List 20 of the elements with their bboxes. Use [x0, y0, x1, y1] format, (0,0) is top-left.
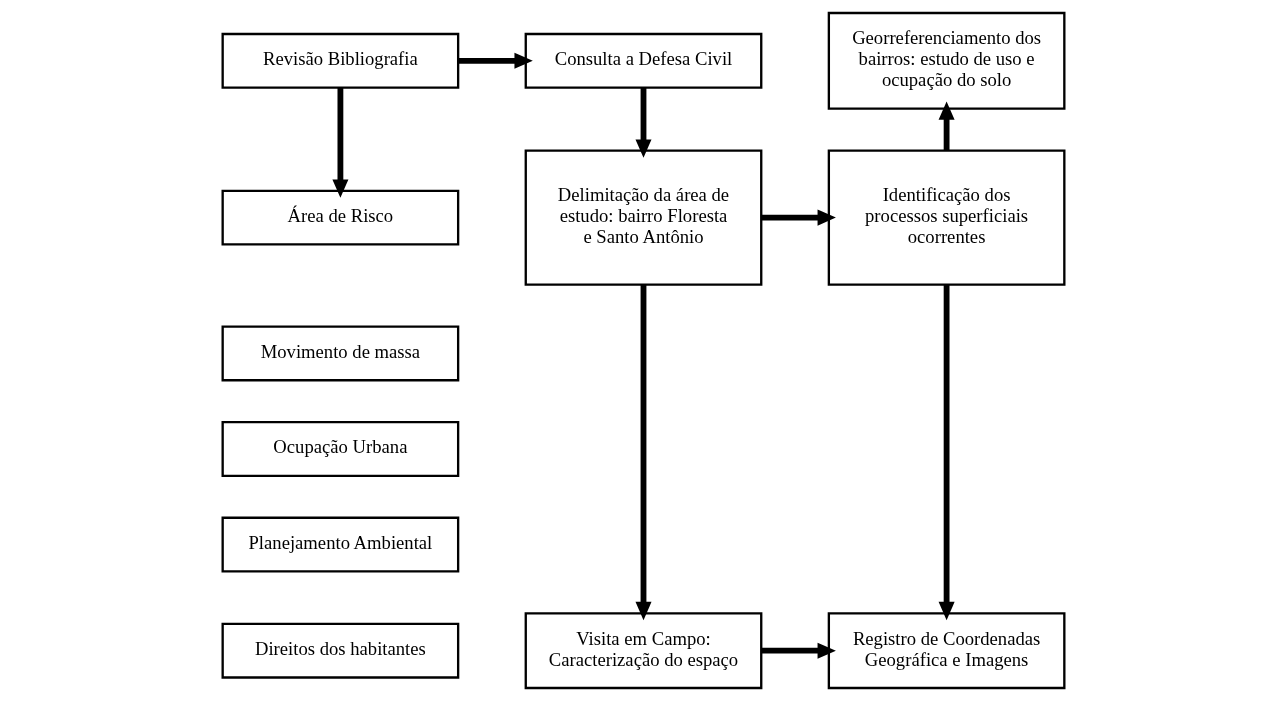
arrow [458, 52, 533, 69]
arrow [938, 284, 955, 621]
node-box: Planejamento Ambiental [221, 516, 460, 573]
arrow [938, 101, 955, 151]
arrow [332, 87, 349, 198]
node-box: Revisão Bibliografia [221, 32, 460, 89]
node-box: Georreferenciamento dos bairros: estudo de uso e ocupação do solo [827, 11, 1066, 110]
node-box: Registro de Coordenadas Geográfica e Imagens [827, 612, 1066, 690]
node-box: Identificação dos processos superficiais ocorrentes [827, 149, 1066, 286]
arrow [761, 642, 836, 659]
node-box: Área de Risco [221, 189, 460, 246]
node-box: Visita em Campo: Caracterização do espaço [524, 612, 763, 690]
node-box: Movimento de massa [221, 325, 460, 382]
arrow [635, 87, 652, 158]
arrow [761, 209, 836, 226]
node-box: Consulta a Defesa Civil [524, 32, 763, 89]
node-box: Delimitação da área de estudo: bairro Floresta e Santo Antônio [524, 149, 763, 286]
node-box: Ocupação Urbana [221, 421, 460, 477]
node-box: Direitos dos habitantes [221, 622, 460, 679]
arrow [635, 284, 652, 621]
